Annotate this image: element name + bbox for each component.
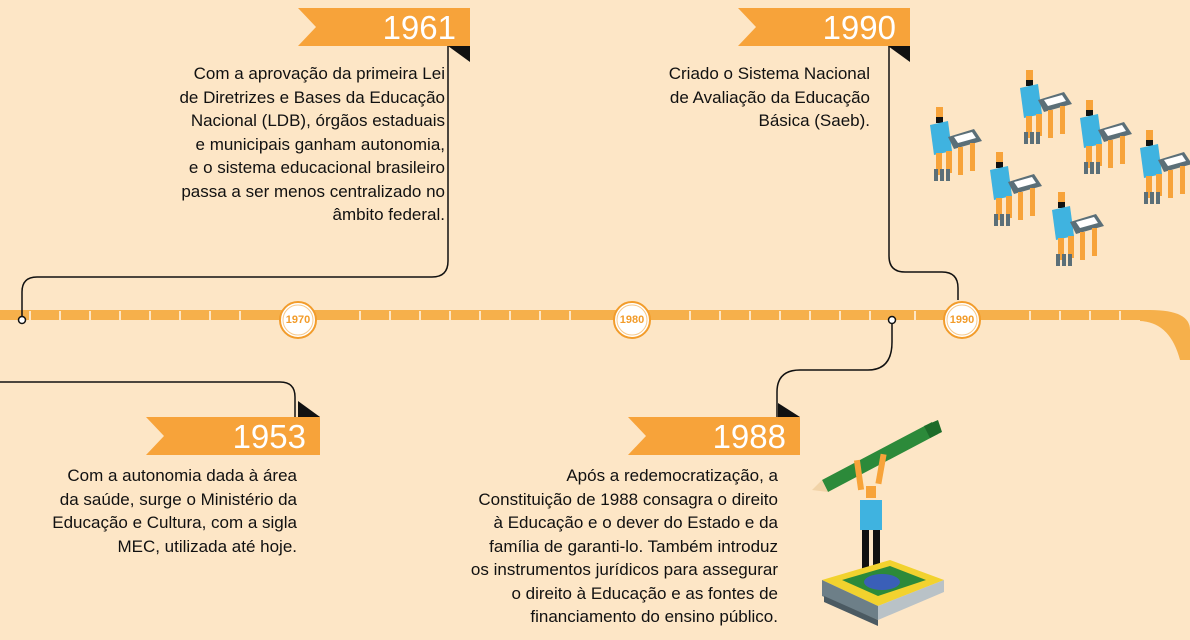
year-banner-1961: 1961	[298, 8, 470, 62]
year-banner-1953: 1953	[146, 401, 320, 455]
year-label: 1961	[382, 9, 456, 46]
event-description-1953: Com a autonomia dada à área da saúde, su…	[52, 464, 297, 558]
description-line: âmbito federal.	[332, 205, 445, 224]
description-line: Criado o Sistema Nacional	[668, 64, 870, 83]
connector-dot	[17, 315, 27, 325]
description-line: e municipais ganham autonomia,	[195, 134, 445, 154]
connector-dot	[887, 315, 897, 325]
year-banner-1990: 1990	[738, 8, 910, 62]
student-pencil-book-icon	[812, 420, 944, 626]
event-description-1990: Criado o Sistema Nacional de Avaliação d…	[669, 62, 870, 133]
decade-marker-label: 1970	[285, 314, 311, 326]
description-line: de Avaliação da Educação	[669, 87, 870, 107]
decade-marker-1970: 1970	[278, 300, 318, 340]
event-description-1988: Após a redemocratização, a Constituição …	[471, 464, 778, 629]
timeline-dashes	[29, 311, 1121, 320]
description-line: Nacional (LDB), órgãos estaduais	[190, 111, 445, 130]
connector-1961	[21, 45, 449, 318]
description-line: MEC, utilizada até hoje.	[117, 536, 297, 556]
connector-1990	[888, 45, 959, 300]
connector-1953	[0, 381, 296, 420]
description-line: Educação e Cultura, com a sigla	[52, 513, 297, 532]
description-line: financiamento do ensino público.	[530, 607, 778, 626]
description-line: Constituição de 1988 consagra o direito	[478, 489, 778, 509]
decade-marker-1980: 1980	[612, 300, 652, 340]
description-line: e o sistema educacional brasileiro	[188, 158, 445, 177]
description-line: Com a autonomia dada à área	[67, 466, 297, 485]
year-label: 1988	[712, 418, 786, 455]
decade-marker-label: 1990	[949, 314, 975, 326]
description-line: à Educação e o dever do Estado e da	[493, 513, 778, 532]
description-line: da saúde, surge o Ministério da	[59, 489, 297, 509]
description-line: de Diretrizes e Bases da Educação	[179, 87, 445, 107]
event-description-1961: Com a aprovação da primeira Lei de Diret…	[179, 62, 445, 227]
description-line: Com a aprovação da primeira Lei	[193, 64, 445, 83]
year-banner-1988: 1988	[628, 417, 800, 455]
description-line: Após a redemocratização, a	[566, 466, 778, 485]
decade-marker-label: 1980	[619, 314, 645, 326]
year-label: 1953	[232, 418, 306, 455]
description-line: os instrumentos jurídicos para assegurar	[470, 560, 778, 579]
students-at-desks-icon	[930, 70, 1190, 266]
description-line: família de garanti-lo. Também introduz	[489, 536, 778, 556]
description-line: Básica (Saeb).	[758, 111, 871, 130]
description-line: o direito à Educação e as fontes de	[511, 583, 778, 603]
decade-marker-1990: 1990	[942, 300, 982, 340]
year-label: 1990	[822, 9, 896, 46]
description-line: passa a ser menos centralizado no	[181, 181, 445, 201]
connector-1988	[776, 318, 893, 420]
